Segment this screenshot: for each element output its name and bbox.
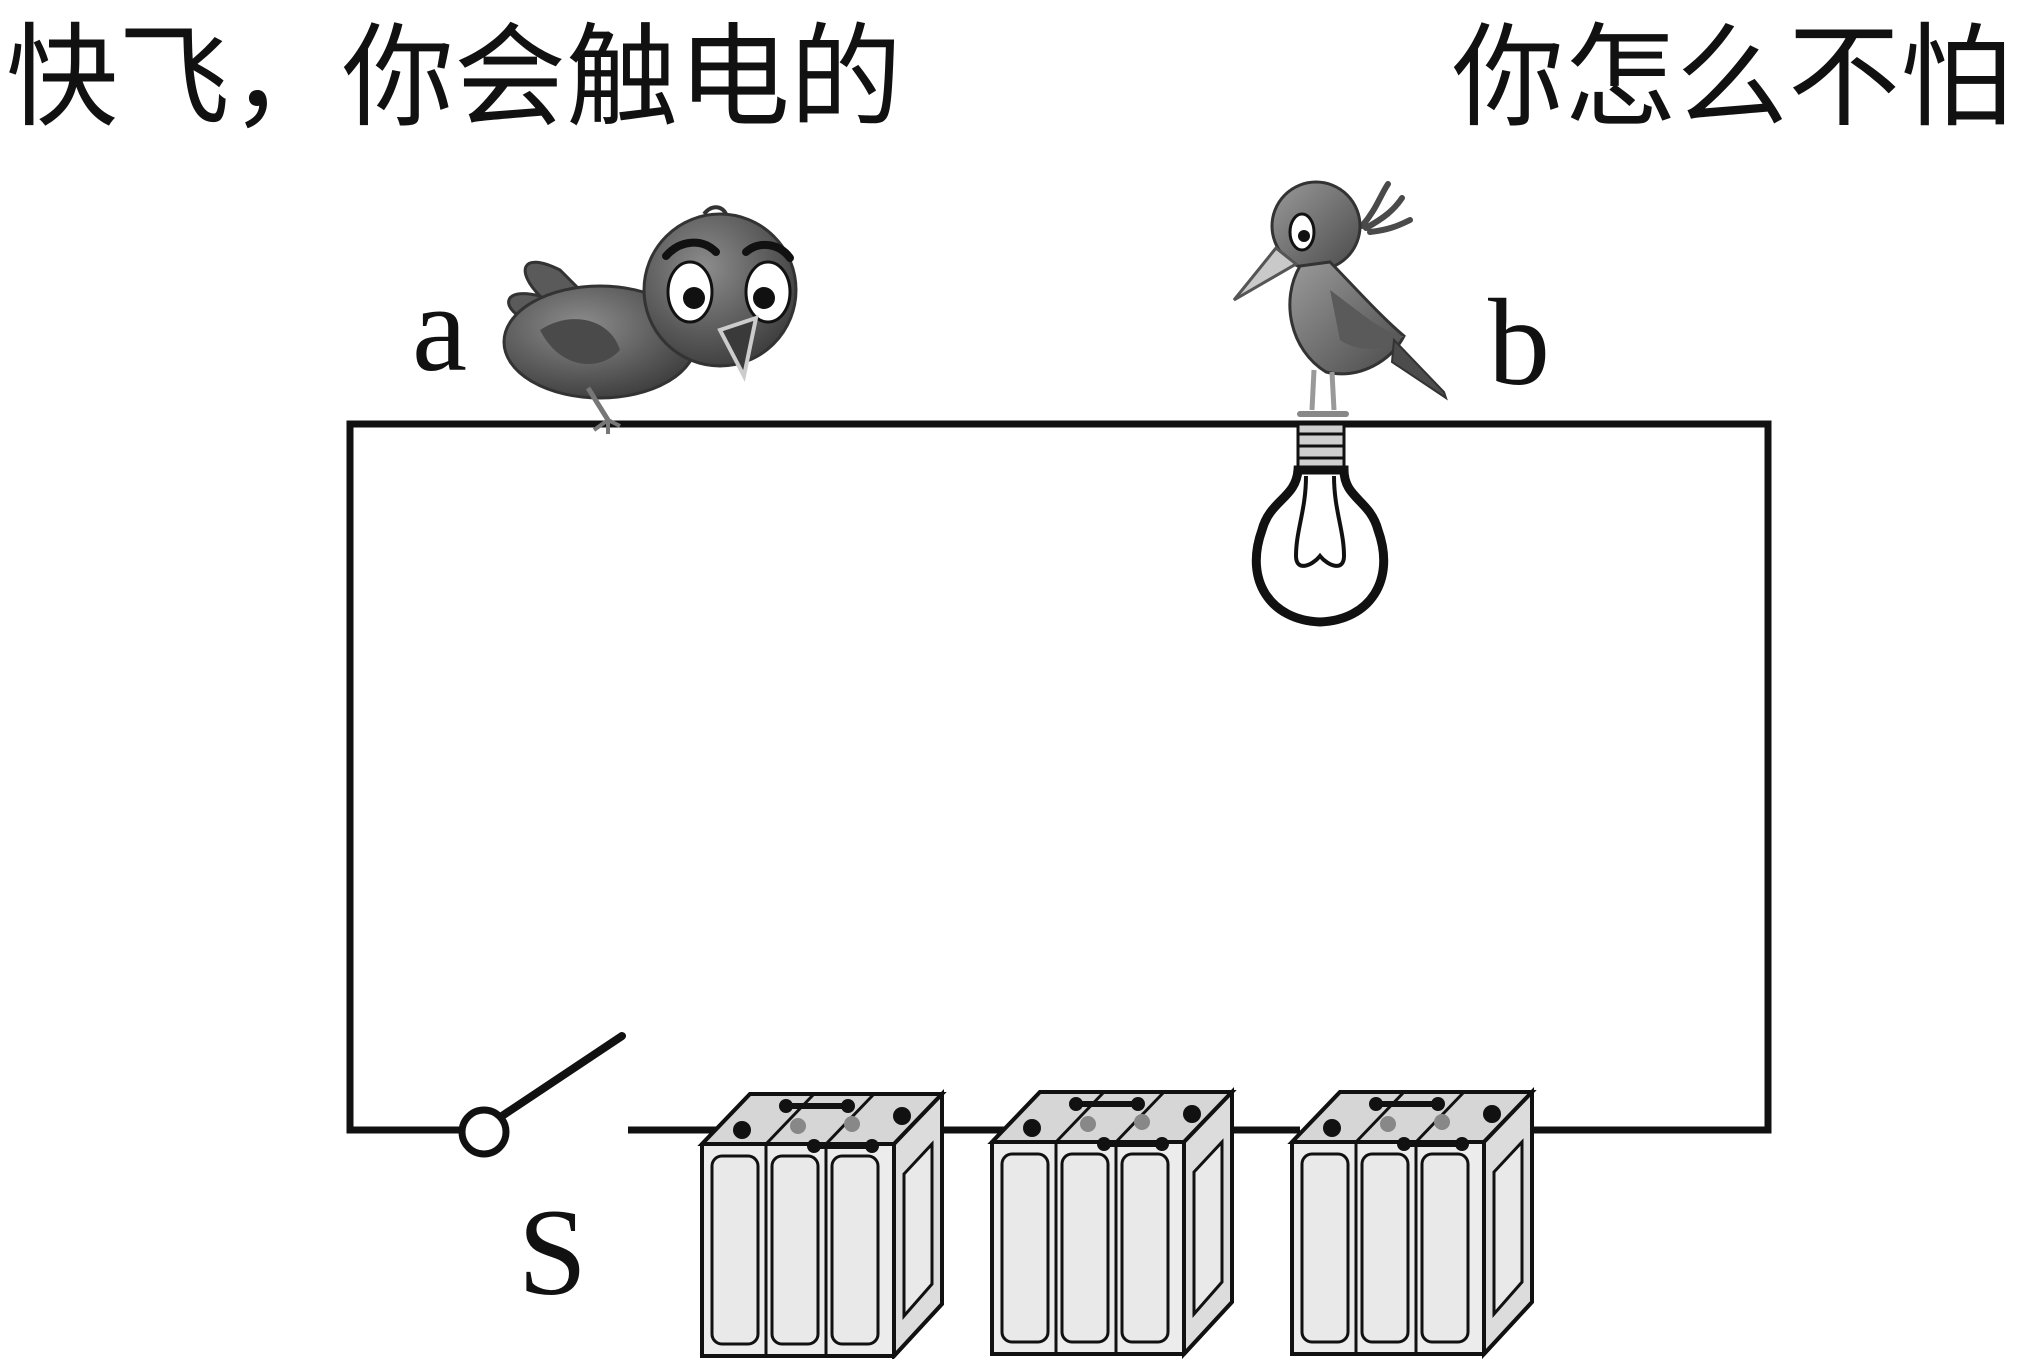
light-bulb-icon <box>1251 422 1389 627</box>
bird-b-speech: 你怎么不怕 <box>1452 13 2012 143</box>
switch-icon <box>458 1032 626 1158</box>
label-b: b <box>1488 274 1550 411</box>
battery-icon <box>702 1094 942 1356</box>
wire-loop <box>346 420 1772 1134</box>
bird-a-speech: 快飞，你会触电的 <box>6 13 902 143</box>
label-a: a <box>412 260 467 397</box>
label-switch: S <box>518 1184 587 1321</box>
battery-icon <box>1292 1092 1532 1354</box>
bird-b-icon <box>1232 180 1448 417</box>
bird-a-icon <box>502 205 798 434</box>
battery-icon <box>992 1092 1232 1354</box>
